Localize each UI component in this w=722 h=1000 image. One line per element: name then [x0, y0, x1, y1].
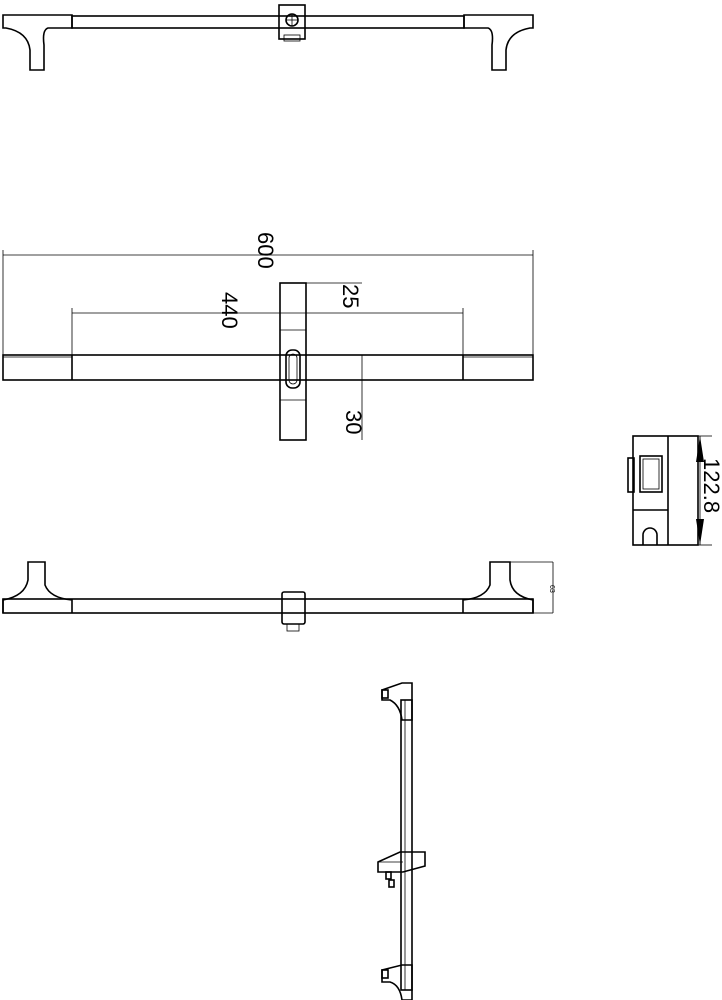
- dim-440: 440: [217, 292, 242, 329]
- isometric-view: [377, 682, 426, 1000]
- dim-30: 30: [341, 410, 366, 434]
- dim-side-height: 63: [548, 585, 555, 593]
- front-view: 600 440 25 30: [2, 232, 534, 441]
- dim-600: 600: [253, 232, 278, 269]
- top-view: [2, 4, 534, 71]
- dim-122-8: 122.8: [699, 458, 722, 513]
- dim-25: 25: [338, 284, 363, 308]
- side-view: 63: [2, 561, 555, 632]
- end-view: 122.8: [627, 435, 722, 546]
